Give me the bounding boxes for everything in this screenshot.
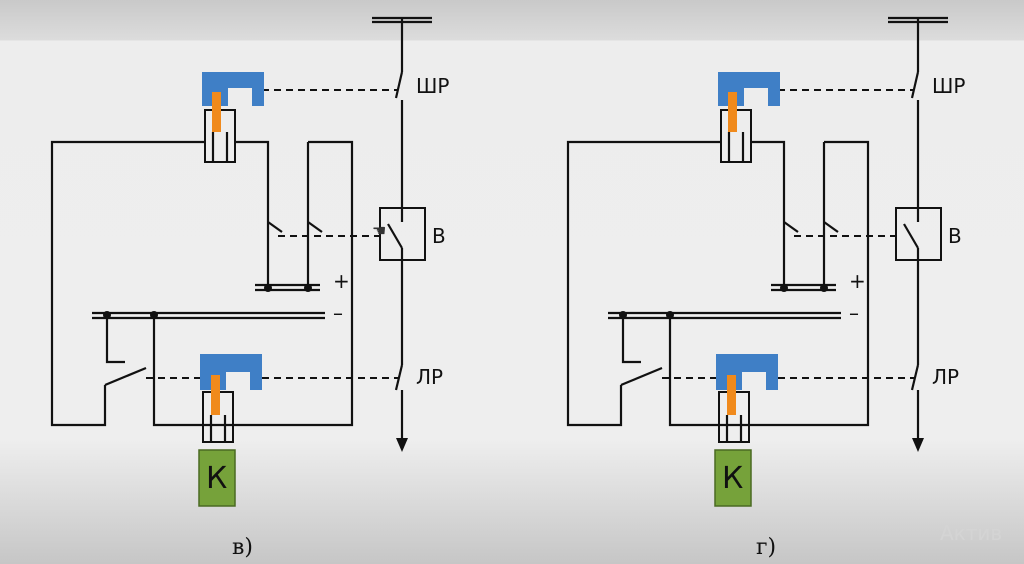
control-circuit: + –	[50, 140, 380, 427]
switch-v: В	[895, 207, 962, 261]
main-bus	[372, 16, 432, 452]
top-relay	[202, 72, 264, 163]
caption-g: г)	[756, 535, 776, 560]
minus-label: –	[849, 301, 859, 325]
switch-v: В ☚	[372, 207, 446, 261]
diagram-v: ШР ЛР В ☚	[50, 16, 449, 560]
bottom-relay: К	[198, 354, 262, 507]
control-circuit: + –	[566, 140, 896, 427]
plus-label: +	[849, 269, 866, 293]
caption-v: в)	[232, 535, 253, 560]
lr-switch: ЛР	[778, 364, 959, 391]
v-label: В	[432, 224, 446, 248]
shr-switch: ШР	[778, 71, 965, 99]
k-label: К	[722, 461, 743, 496]
shr-switch: ШР	[262, 71, 449, 99]
k-label: К	[206, 461, 227, 496]
diagram-g: ШР ЛР В	[566, 16, 965, 560]
shr-label: ШР	[416, 74, 449, 98]
main-bus	[888, 16, 948, 452]
v-label: В	[948, 224, 962, 248]
top-relay	[718, 72, 780, 163]
lr-label: ЛР	[932, 365, 959, 389]
shr-label: ШР	[932, 74, 965, 98]
lr-switch: ЛР	[262, 364, 443, 391]
contactor-k	[714, 449, 752, 507]
minus-label: –	[333, 301, 343, 325]
hand-cursor-icon: ☚	[372, 221, 386, 240]
plus-label: +	[333, 269, 350, 293]
contactor-k	[198, 449, 236, 507]
watermark-text: Актив	[940, 521, 1002, 545]
lr-label: ЛР	[416, 365, 443, 389]
bottom-relay: К	[714, 354, 778, 507]
